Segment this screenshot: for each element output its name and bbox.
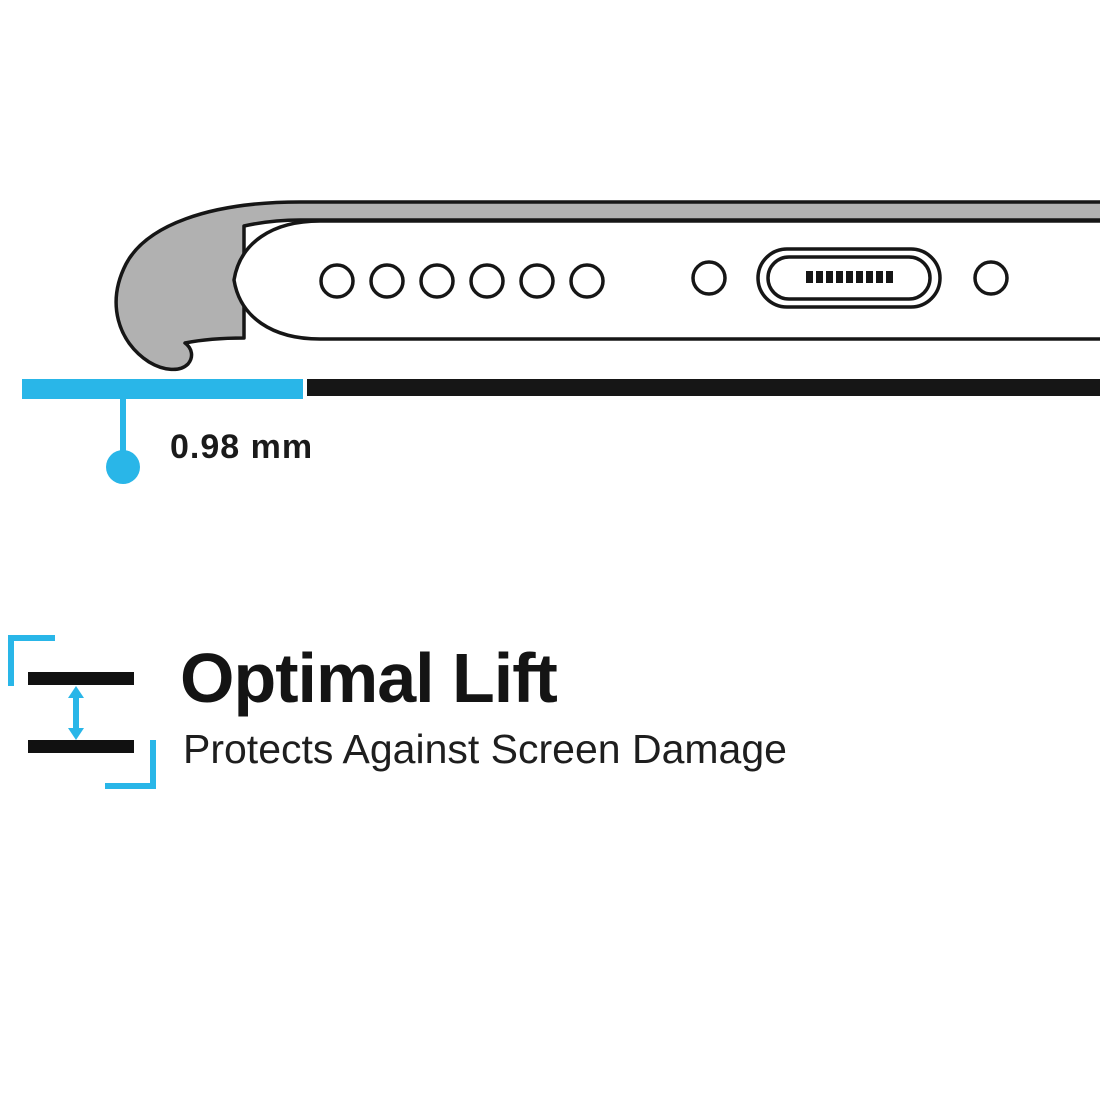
lift-gap-icon [8,635,156,789]
speaker-hole [519,263,555,299]
port-pin [826,271,833,283]
surface-bar-black [307,379,1100,396]
feature-title: Optimal Lift [180,639,558,717]
port-pin [846,271,853,283]
phone-body [232,219,1100,341]
port-pin [836,271,843,283]
port-pin [806,271,813,283]
port-pin [866,271,873,283]
lift-bar-bottom [28,740,134,753]
port-pins [806,271,893,283]
speaker-hole [469,263,505,299]
port-pin [816,271,823,283]
feature-subtitle: Protects Against Screen Damage [183,726,787,772]
surface-bar-cyan [22,379,303,399]
charging-port [756,247,942,309]
speaker-hole [369,263,405,299]
mic-hole [691,260,727,296]
phone-case-lift-illustration [22,200,1100,484]
lift-arrow-head-down [68,728,84,740]
bracket-top-left [8,635,55,686]
speaker-holes [319,263,605,299]
speaker-hole [569,263,605,299]
end-hole [973,260,1009,296]
lift-measurement-label: 0.98 mm [170,428,314,466]
bracket-bottom-right [105,740,156,789]
measurement-line [120,399,126,451]
port-pin [886,271,893,283]
lift-bar-top [28,672,134,685]
speaker-hole [319,263,355,299]
measurement-dot [106,450,140,484]
port-pin [876,271,883,283]
lift-arrow-head-up [68,686,84,698]
lift-arrow-shaft [73,696,79,730]
port-pin [856,271,863,283]
speaker-hole [419,263,455,299]
